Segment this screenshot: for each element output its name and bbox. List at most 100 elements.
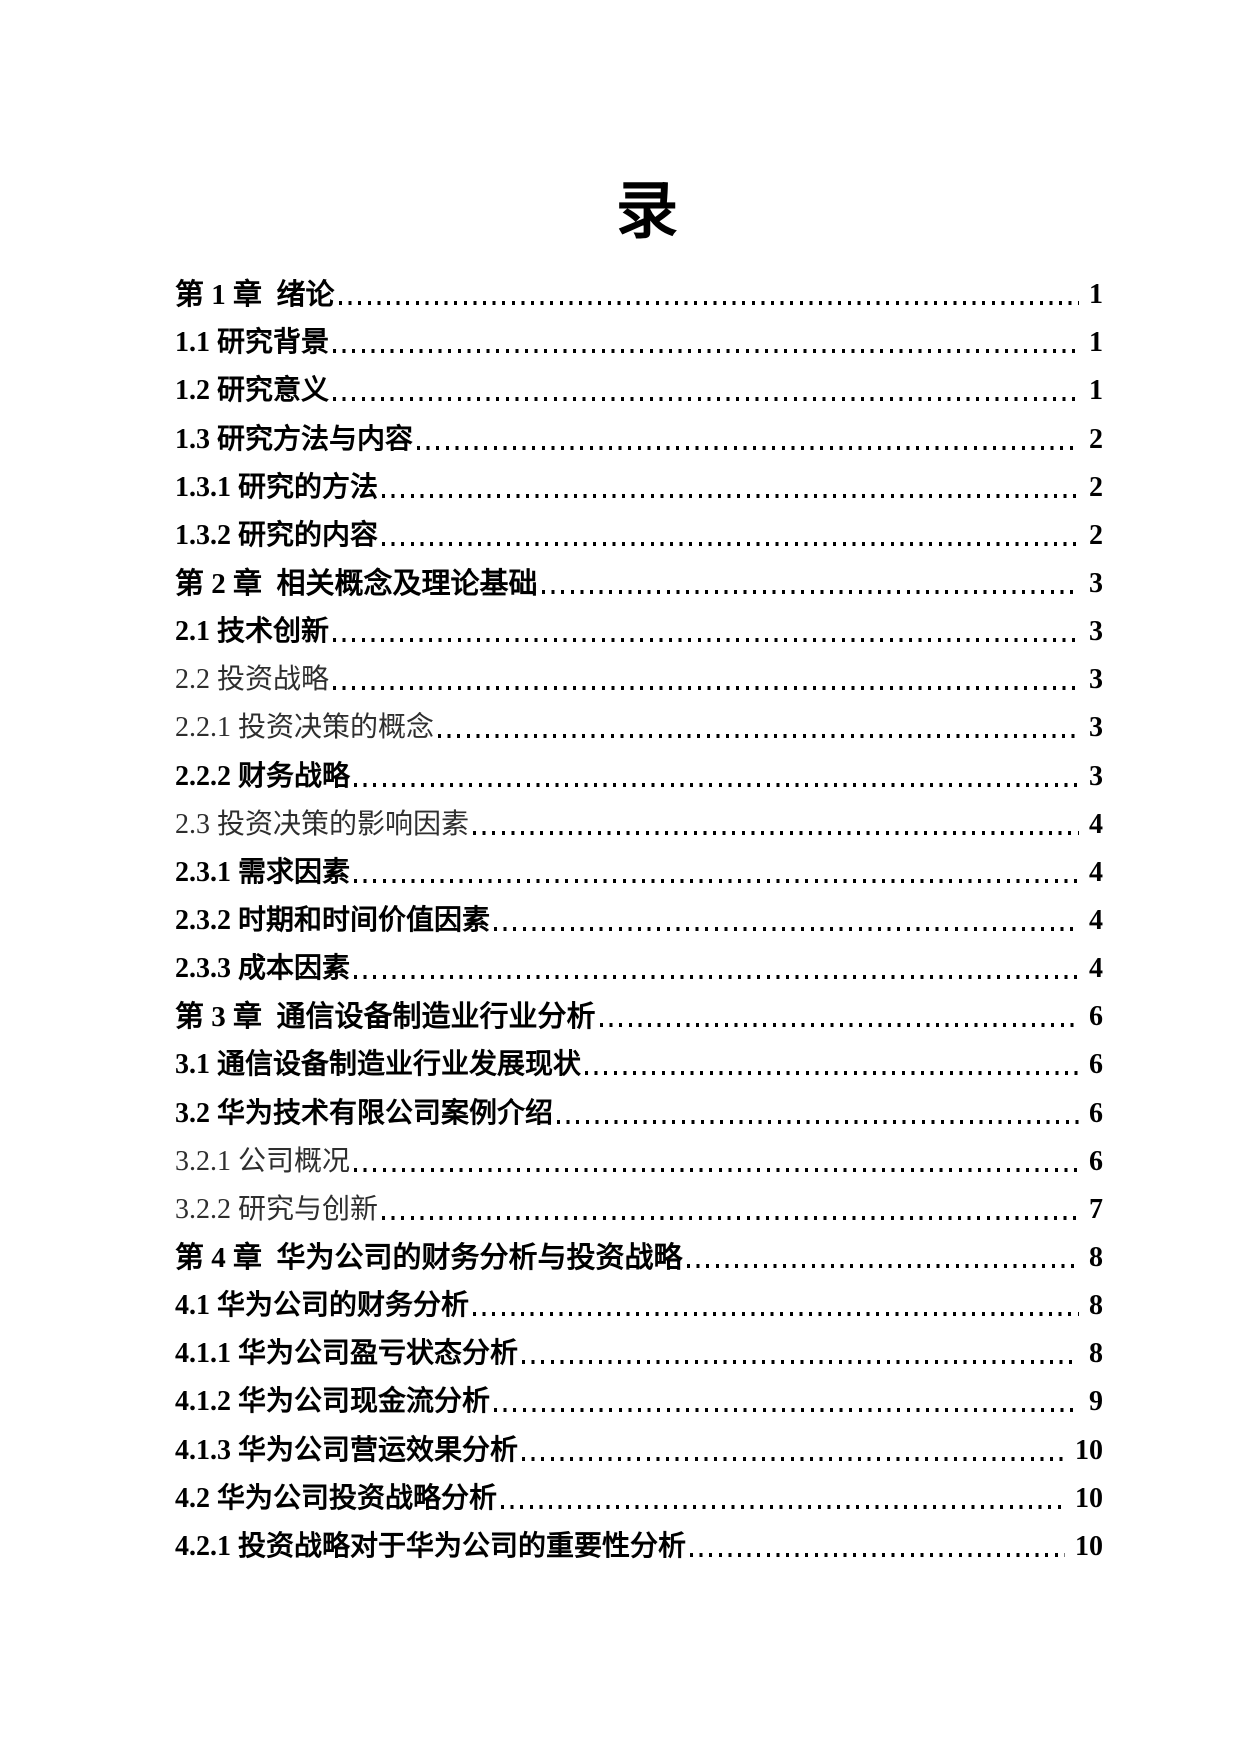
toc-entry[interactable]: 2.2.2 财务战略 3: [175, 750, 1103, 798]
toc-entry-label: 3.2.1 公司概况: [175, 1145, 351, 1177]
toc-entry[interactable]: 4.1.2 华为公司现金流分析 9: [175, 1376, 1103, 1424]
toc-entry-label: 2.2.2 财务战略: [175, 760, 351, 792]
dot-leader: [599, 1023, 1079, 1028]
toc-entry[interactable]: 2.3.3 成本因素 4: [175, 943, 1103, 991]
page-title: 录: [615, 178, 680, 246]
toc-entry-page: 2: [1089, 519, 1103, 551]
dot-leader: [333, 638, 1079, 643]
dot-leader: [585, 1071, 1079, 1076]
toc-entry-label: 4.1.3 华为公司营运效果分析: [175, 1434, 519, 1466]
toc-entry-page: 1: [1089, 327, 1103, 359]
dot-leader: [417, 445, 1079, 450]
toc-entry[interactable]: 1.3.2 研究的内容 2: [175, 510, 1103, 558]
toc-entry-label: 2.2 投资战略: [175, 664, 330, 696]
dot-leader: [354, 1167, 1079, 1172]
toc-entry-label: 2.2.1 投资决策的概念: [175, 712, 435, 744]
toc-entry-page: 10: [1075, 1434, 1103, 1466]
toc-entry[interactable]: 3.2 华为技术有限公司案例介绍 6: [175, 1087, 1103, 1135]
dot-leader: [354, 782, 1079, 787]
dot-leader: [690, 1552, 1065, 1557]
toc-entry-label: 第 1 章 绪论: [175, 279, 335, 312]
dot-leader: [541, 589, 1079, 594]
toc-entry-label: 第 4 章 华为公司的财务分析与投资战略: [175, 1241, 683, 1274]
toc-entry-page: 4: [1089, 856, 1103, 888]
toc-entry-label: 4.1.1 华为公司盈亏状态分析: [175, 1338, 519, 1370]
dot-leader: [333, 349, 1079, 354]
toc-entry-label: 2.3.2 时期和时间价值因素: [175, 904, 491, 936]
dot-leader: [501, 1504, 1065, 1509]
toc-entry[interactable]: 4.1.3 华为公司营运效果分析 10: [175, 1424, 1103, 1472]
dot-leader: [354, 975, 1079, 980]
toc-entry-page: 2: [1089, 423, 1103, 455]
toc-entry-page: 3: [1089, 567, 1103, 599]
toc-entry-page: 3: [1089, 664, 1103, 696]
toc-entry-page: 3: [1089, 760, 1103, 792]
toc-entry[interactable]: 2.3 投资决策的影响因素 4: [175, 799, 1103, 847]
toc-entry[interactable]: 第 3 章 通信设备制造业行业分析 6: [175, 991, 1103, 1039]
toc-entry-label: 第 3 章 通信设备制造业行业分析: [175, 1001, 596, 1034]
dot-leader: [354, 878, 1079, 883]
toc-entry[interactable]: 1.3 研究方法与内容 2: [175, 413, 1103, 461]
toc-entry-page: 6: [1089, 1145, 1103, 1177]
dot-leader: [522, 1360, 1079, 1365]
dot-leader: [686, 1263, 1079, 1268]
toc-entry-page: 4: [1089, 808, 1103, 840]
toc-entry-label: 1.2 研究意义: [175, 375, 330, 407]
toc-entry-page: 6: [1089, 1049, 1103, 1081]
toc-entry-label: 4.2 华为公司投资战略分析: [175, 1482, 498, 1514]
toc-entry-page: 6: [1089, 1001, 1103, 1033]
dot-leader: [494, 1408, 1079, 1413]
toc-entry-page: 8: [1089, 1338, 1103, 1370]
toc-entry-label: 1.3.2 研究的内容: [175, 519, 379, 551]
toc-entry[interactable]: 2.3.2 时期和时间价值因素 4: [175, 895, 1103, 943]
dot-leader: [522, 1456, 1065, 1461]
dot-leader: [382, 1215, 1079, 1220]
toc-entry[interactable]: 2.1 技术创新 3: [175, 606, 1103, 654]
dot-leader: [333, 686, 1079, 691]
toc-entry[interactable]: 3.2.2 研究与创新 7: [175, 1184, 1103, 1232]
toc-entry-label: 2.3 投资决策的影响因素: [175, 808, 470, 840]
toc-entry-page: 9: [1089, 1386, 1103, 1418]
toc-entry-label: 1.3.1 研究的方法: [175, 471, 379, 503]
toc-entry[interactable]: 3.2.1 公司概况 6: [175, 1136, 1103, 1184]
toc-entry-page: 8: [1089, 1241, 1103, 1273]
toc-entry[interactable]: 2.3.1 需求因素 4: [175, 847, 1103, 895]
dot-leader: [557, 1119, 1079, 1124]
toc-entry-page: 6: [1089, 1097, 1103, 1129]
toc-entry[interactable]: 4.2 华为公司投资战略分析 10: [175, 1473, 1103, 1521]
toc-entry-page: 3: [1089, 712, 1103, 744]
dot-leader: [473, 830, 1079, 835]
toc-entry-label: 4.1 华为公司的财务分析: [175, 1290, 470, 1322]
toc-entry-label: 2.3.1 需求因素: [175, 856, 351, 888]
toc-entry-page: 3: [1089, 616, 1103, 648]
toc-entry-label: 4.1.2 华为公司现金流分析: [175, 1386, 491, 1418]
toc-entry-label: 2.3.3 成本因素: [175, 953, 351, 985]
toc-entry-label: 3.2.2 研究与创新: [175, 1193, 379, 1225]
toc-entry-page: 4: [1089, 953, 1103, 985]
toc-entry[interactable]: 2.2.1 投资决策的概念 3: [175, 702, 1103, 750]
toc-entry-page: 2: [1089, 471, 1103, 503]
toc-entry[interactable]: 1.1 研究背景 1: [175, 317, 1103, 365]
toc-entry-page: 8: [1089, 1290, 1103, 1322]
toc-entry[interactable]: 第 1 章 绪论 1: [175, 269, 1103, 317]
toc-entry-label: 1.3 研究方法与内容: [175, 423, 414, 455]
toc-entry[interactable]: 第 4 章 华为公司的财务分析与投资战略 8: [175, 1232, 1103, 1280]
toc-entry[interactable]: 4.1 华为公司的财务分析 8: [175, 1280, 1103, 1328]
toc-entry-label: 1.1 研究背景: [175, 327, 330, 359]
toc-entry[interactable]: 4.2.1 投资战略对于华为公司的重要性分析 10: [175, 1521, 1103, 1569]
toc-entry-page: 10: [1075, 1482, 1103, 1514]
toc-entry[interactable]: 2.2 投资战略 3: [175, 654, 1103, 702]
dot-leader: [438, 734, 1079, 739]
toc-entry[interactable]: 3.1 通信设备制造业行业发展现状 6: [175, 1039, 1103, 1087]
dot-leader: [382, 493, 1079, 498]
toc-entry-label: 3.1 通信设备制造业行业发展现状: [175, 1049, 582, 1081]
toc-entry[interactable]: 1.3.1 研究的方法 2: [175, 462, 1103, 510]
toc-entry[interactable]: 4.1.1 华为公司盈亏状态分析 8: [175, 1328, 1103, 1376]
toc-entry-page: 7: [1089, 1193, 1103, 1225]
toc-entry[interactable]: 第 2 章 相关概念及理论基础 3: [175, 558, 1103, 606]
toc-list: 第 1 章 绪论 1 1.1 研究背景 1 1.2 研究意义 1 1.3 研究方…: [175, 269, 1103, 1569]
toc-entry-label: 2.1 技术创新: [175, 616, 330, 648]
toc-entry-page: 1: [1089, 279, 1103, 311]
toc-entry[interactable]: 1.2 研究意义 1: [175, 365, 1103, 413]
